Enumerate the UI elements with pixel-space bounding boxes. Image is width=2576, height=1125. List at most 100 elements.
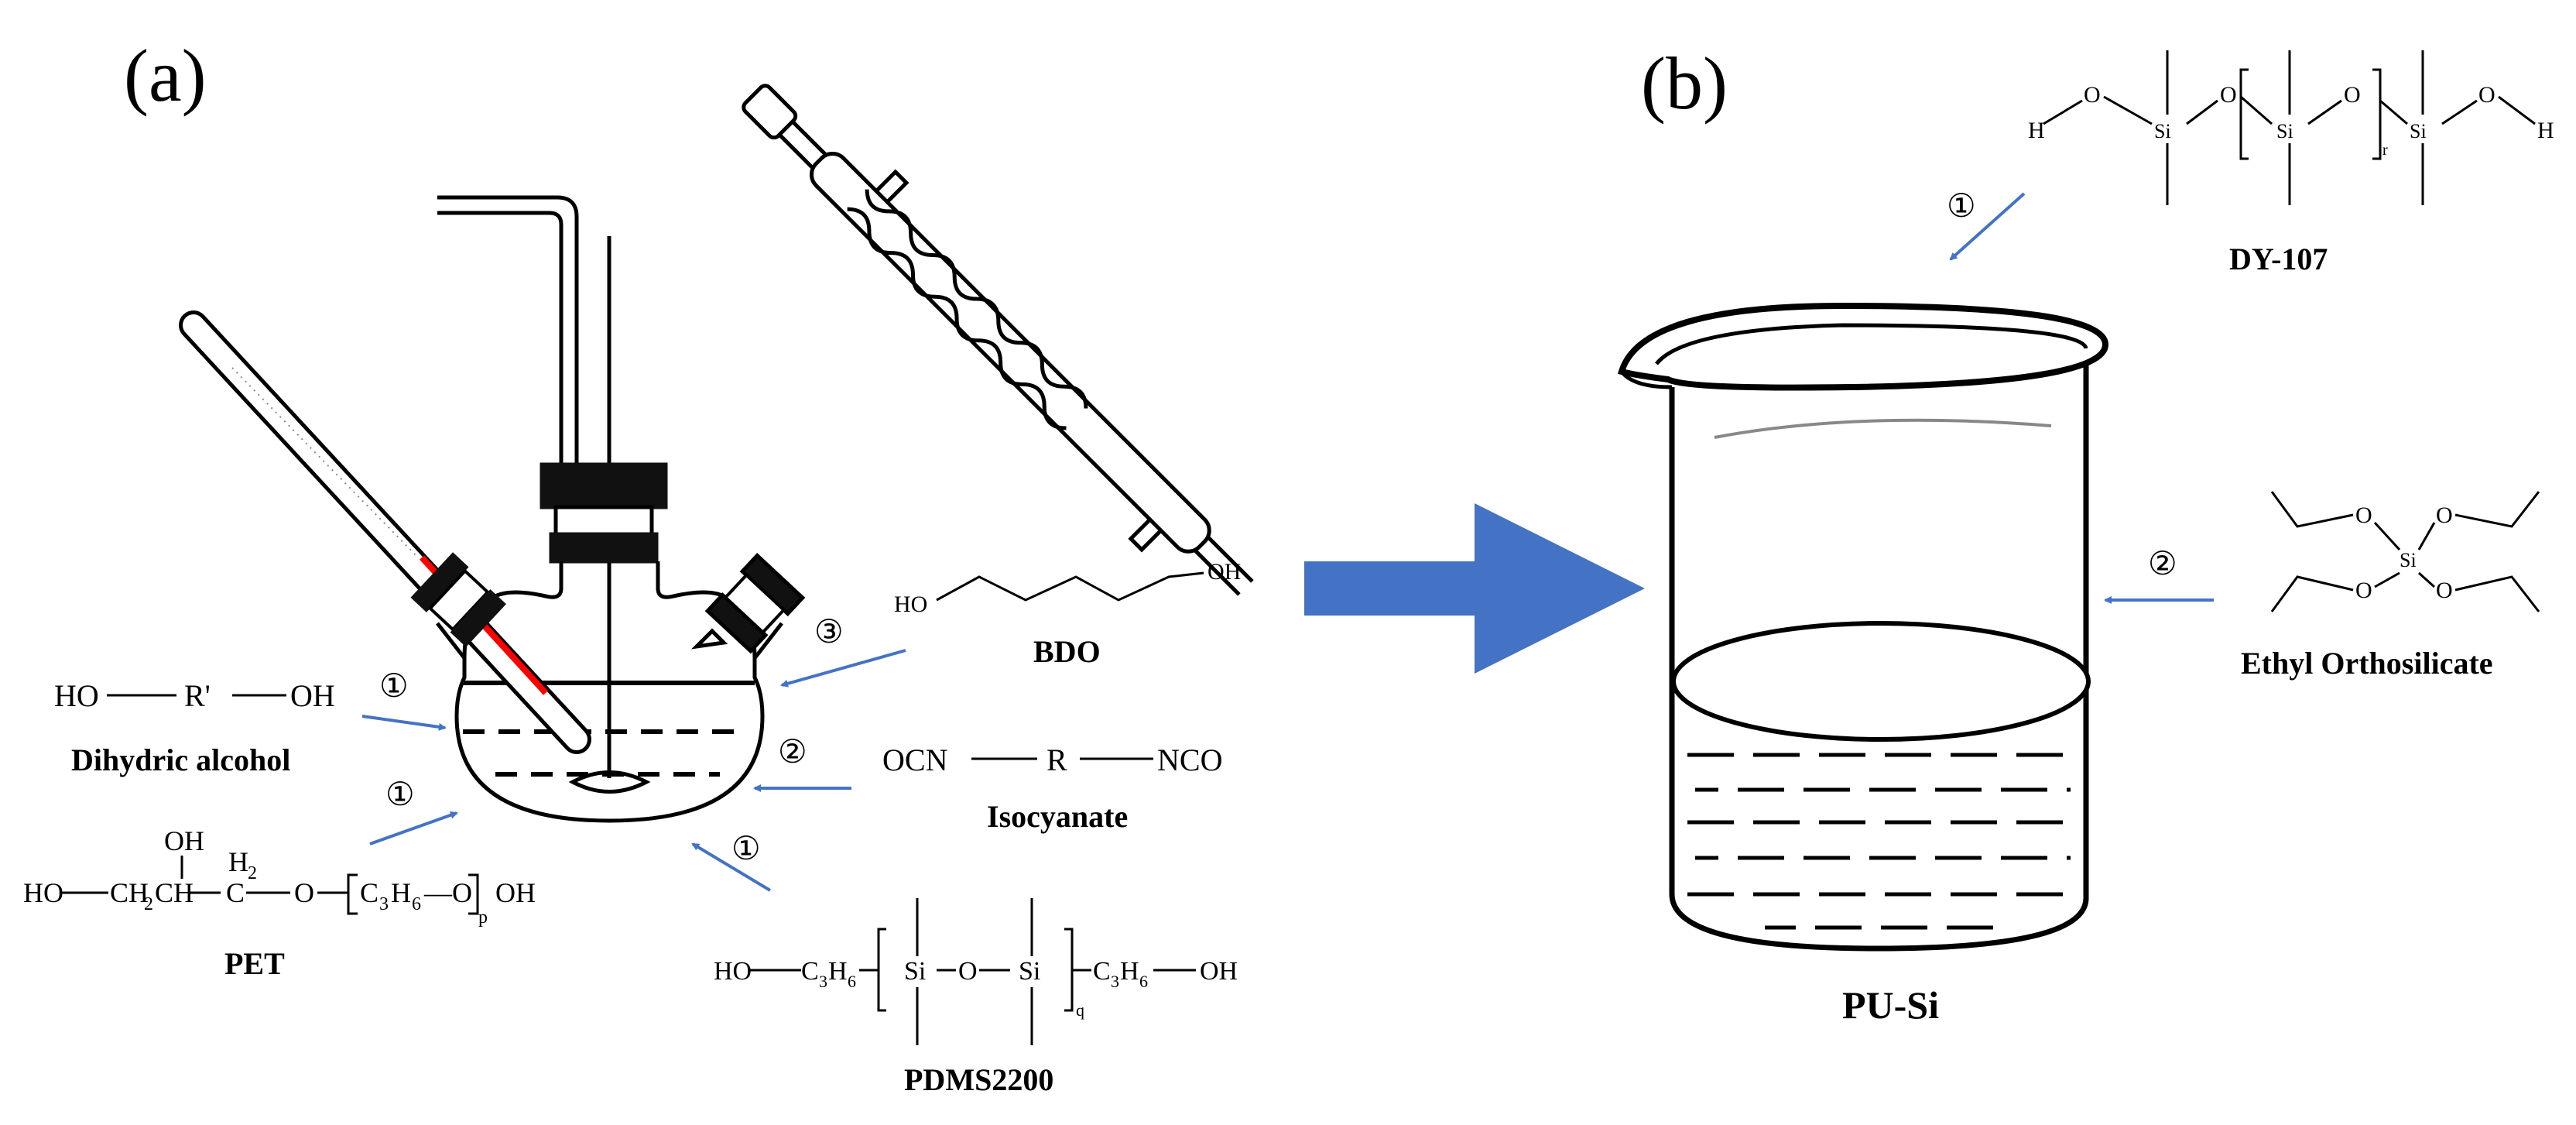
svg-text:H: H — [2028, 118, 2045, 143]
svg-text:HO: HO — [23, 877, 63, 908]
condenser-stopper — [704, 552, 806, 654]
svg-text:Si: Si — [2400, 549, 2417, 571]
thermometer — [179, 310, 591, 754]
step-pdms: ① — [731, 832, 761, 867]
svg-text:OH: OH — [1208, 559, 1241, 585]
svg-text:H: H — [228, 846, 248, 877]
svg-text:HO: HO — [54, 678, 99, 713]
step-teos: ② — [2148, 547, 2177, 582]
svg-text:OH: OH — [1200, 957, 1238, 986]
pet-structure: OH H 2 HO CH 2 CH C O C 3 H 6 —O p OH PE… — [23, 825, 536, 981]
reagent-arrows-a — [361, 649, 906, 892]
step-bdo: ③ — [814, 615, 844, 650]
step-dy107: ① — [1947, 189, 1976, 225]
svg-text:Si: Si — [2276, 120, 2293, 142]
arrow-dy107 — [1949, 192, 2026, 261]
svg-text:6: 6 — [1139, 972, 1148, 991]
svg-text:O: O — [2344, 82, 2361, 108]
svg-text:C: C — [801, 957, 819, 986]
svg-text:H: H — [391, 877, 411, 908]
arrow-pdms — [691, 842, 772, 892]
arrow-bdo — [780, 649, 906, 688]
step-dihydric: ① — [379, 669, 409, 705]
flask-body — [454, 610, 765, 823]
stirrer-paddle — [568, 770, 651, 794]
svg-text:6: 6 — [848, 972, 856, 991]
svg-text:O: O — [2084, 82, 2101, 108]
dihydric-alcohol-label: Dihydric alcohol — [71, 743, 290, 777]
svg-text:r: r — [2382, 142, 2388, 159]
svg-text:Si: Si — [1019, 957, 1040, 986]
pet-label: PET — [224, 946, 285, 981]
svg-text:R': R' — [184, 678, 211, 713]
svg-text:OH: OH — [290, 678, 335, 713]
svg-text:C: C — [1093, 957, 1111, 986]
teos-label: Ethyl Orthosilicate — [2241, 646, 2493, 681]
svg-text:3: 3 — [1111, 972, 1119, 991]
svg-text:Si: Si — [904, 957, 926, 986]
svg-text:C: C — [226, 877, 245, 908]
svg-text:6: 6 — [412, 894, 421, 914]
svg-text:OH: OH — [164, 825, 204, 856]
svg-text:HO: HO — [894, 592, 927, 617]
reaction-flask-apparatus — [436, 195, 783, 823]
svg-text:R: R — [1046, 743, 1067, 777]
svg-text:2: 2 — [144, 894, 153, 914]
svg-text:HO: HO — [714, 957, 752, 986]
svg-text:3: 3 — [819, 972, 827, 991]
svg-text:—O: —O — [423, 877, 472, 908]
svg-text:O: O — [2436, 502, 2453, 528]
step-markers-b: ① ② — [1947, 189, 2177, 582]
reagent-arrows-b — [1949, 192, 2214, 604]
process-arrow — [1304, 503, 1645, 674]
svg-text:OCN: OCN — [882, 743, 947, 777]
svg-text:H: H — [2537, 118, 2554, 143]
svg-text:O: O — [958, 957, 978, 986]
product-label: PU-Si — [1842, 983, 1939, 1027]
step-isocyanate: ② — [778, 735, 807, 770]
svg-text:O: O — [2220, 82, 2237, 108]
beaker — [1617, 302, 2109, 952]
svg-text:H: H — [828, 957, 848, 986]
step-markers-a: ① ① ① ② ③ — [379, 615, 844, 867]
svg-text:3: 3 — [379, 894, 389, 914]
svg-text:p: p — [478, 907, 488, 928]
svg-text:Si: Si — [2154, 120, 2171, 142]
gas-inlet-tube — [437, 195, 579, 465]
isocyanate-label: Isocyanate — [987, 799, 1128, 834]
beaker-liquid — [1687, 753, 2071, 930]
center-stopper — [540, 462, 668, 509]
reflux-condenser — [690, 84, 1254, 654]
beaker-bottom — [1669, 893, 2089, 952]
bdo-label: BDO — [1033, 634, 1101, 669]
step-pet: ① — [385, 777, 415, 813]
svg-text:CH: CH — [110, 877, 149, 908]
beaker-liquid-surface — [1671, 621, 2091, 742]
pdms-structure: HO C 3 H 6 Si O Si q C 3 H 6 OH PDMS2200 — [714, 898, 1238, 1097]
svg-text:O: O — [2355, 502, 2372, 528]
svg-text:H: H — [1120, 957, 1139, 986]
svg-text:2: 2 — [248, 863, 257, 883]
dy107-structure: H O Si O Si O r Si O H DY-107 — [2028, 50, 2554, 276]
svg-text:CH: CH — [155, 877, 194, 908]
teos-structure: O O Si O O Ethyl Orthosilicate — [2241, 491, 2540, 681]
svg-text:O: O — [294, 877, 314, 908]
dy107-label: DY-107 — [2229, 242, 2328, 276]
panel-a-label: (a) — [124, 34, 207, 117]
thermometer-stopper — [410, 552, 506, 647]
beaker-rim — [1617, 302, 2109, 391]
svg-text:O: O — [2355, 578, 2372, 603]
bdo-structure: HO OH BDO — [894, 559, 1241, 669]
isocyanate-structure: OCN R NCO Isocyanate — [882, 743, 1222, 834]
svg-text:NCO: NCO — [1157, 743, 1222, 777]
svg-text:O: O — [2436, 578, 2453, 603]
svg-text:C: C — [360, 877, 379, 908]
panel-b-label: (b) — [1641, 42, 1728, 125]
pdms-label: PDMS2200 — [904, 1062, 1053, 1097]
arrow-pet — [369, 811, 458, 845]
svg-text:Si: Si — [2410, 120, 2427, 142]
arrow-dihydric — [361, 715, 447, 731]
svg-text:q: q — [1076, 1000, 1084, 1020]
